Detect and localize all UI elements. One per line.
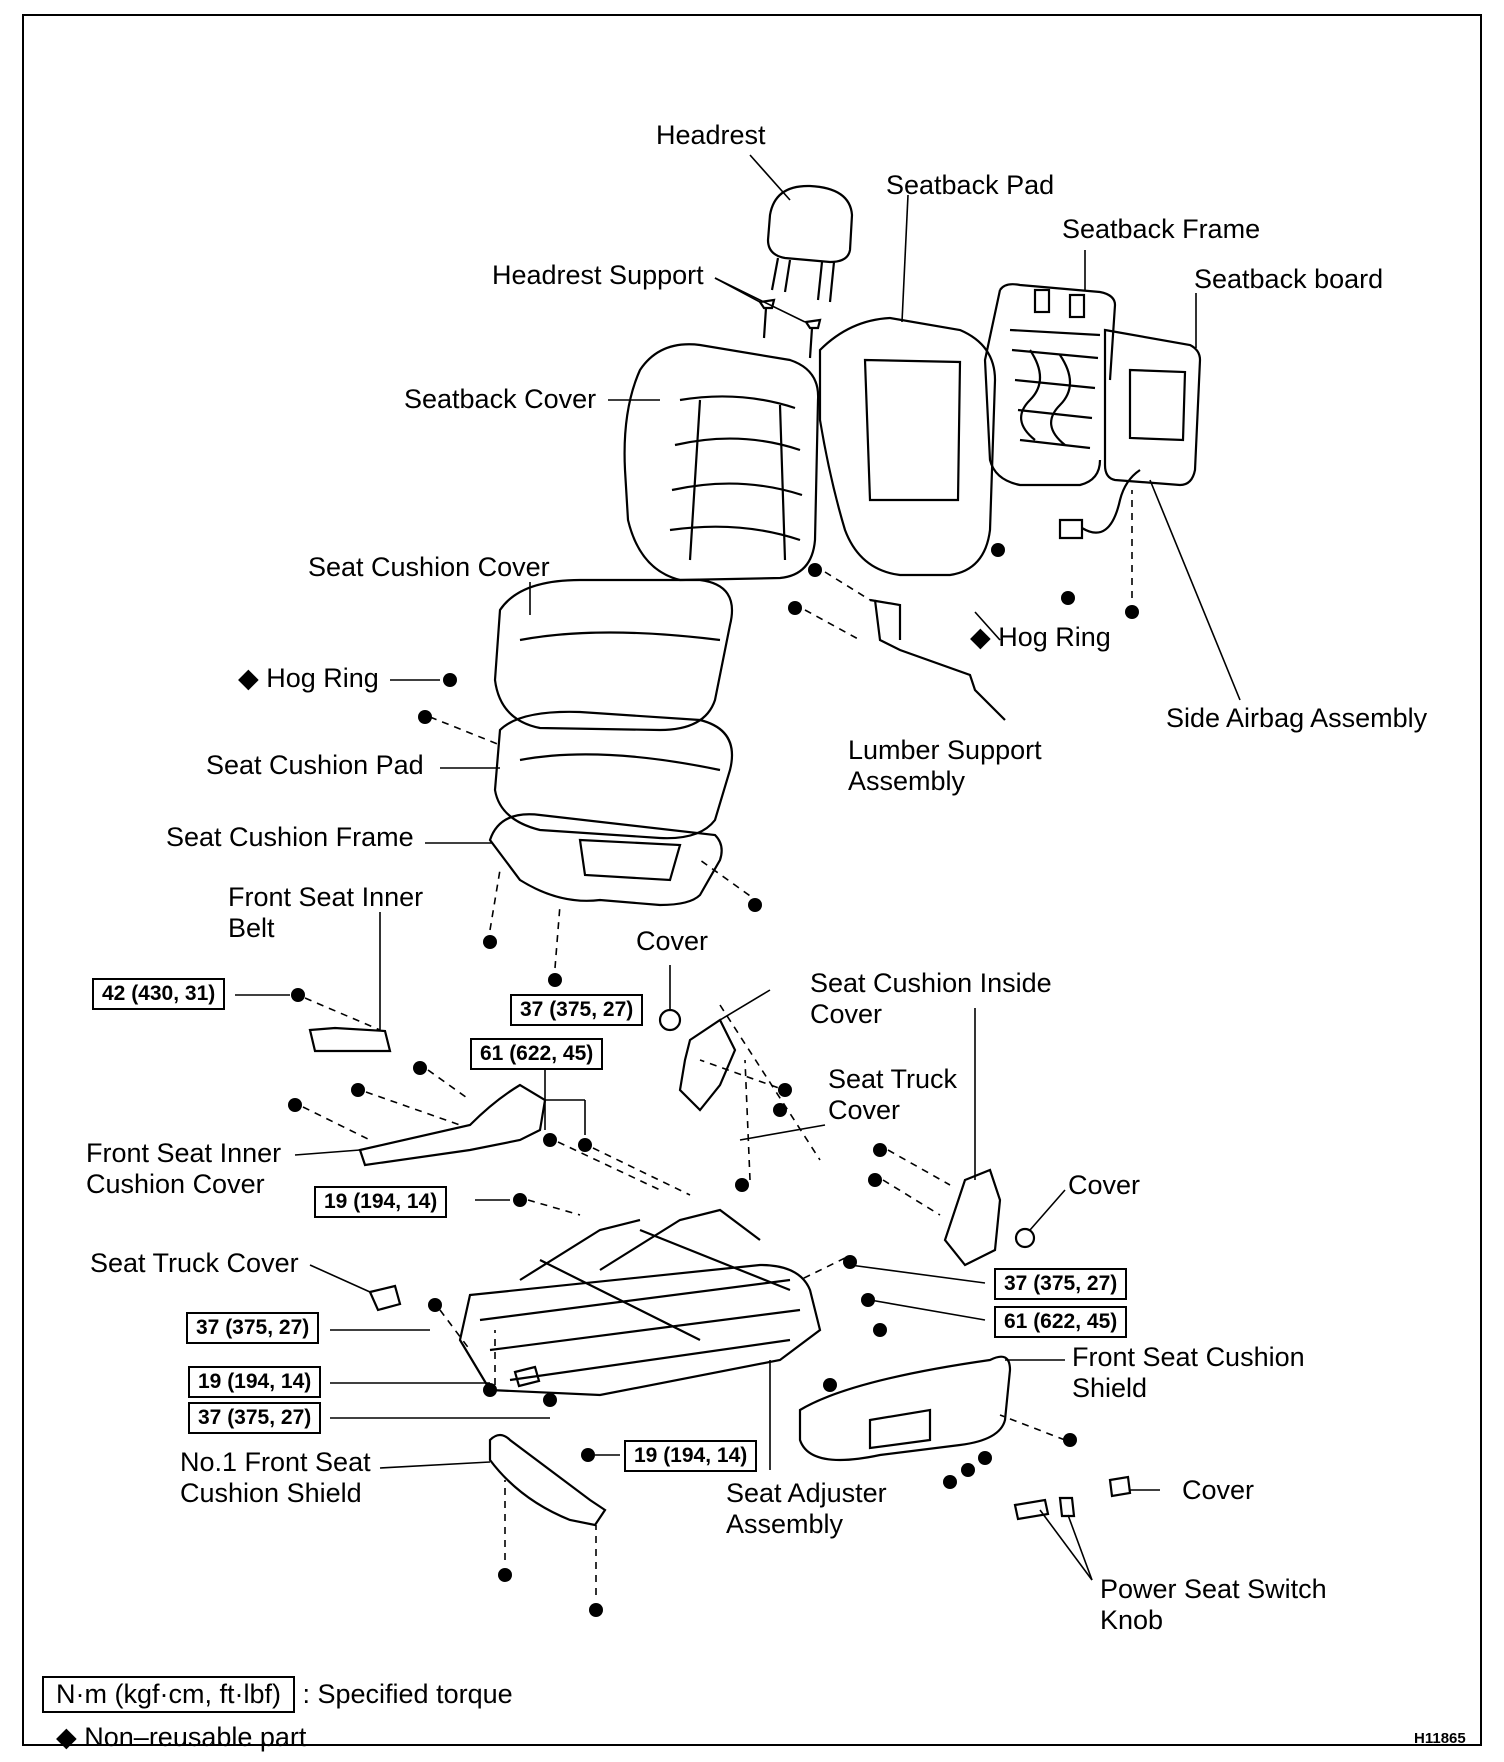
torque-box: 37 (375, 27) bbox=[186, 1312, 320, 1344]
torque-box: 37 (375, 27) bbox=[510, 994, 644, 1026]
torque-box: 19 (194, 14) bbox=[624, 1440, 758, 1472]
torque-box: 19 (194, 14) bbox=[314, 1186, 448, 1218]
figure-code: H11865 bbox=[1414, 1730, 1466, 1747]
torque-box: 19 (194, 14) bbox=[188, 1366, 322, 1398]
seat-adjuster-part bbox=[458, 1208, 822, 1397]
label-seat-truck-cover-left: Seat Truck Cover bbox=[90, 1248, 299, 1278]
label-cover-right: Cover bbox=[1068, 1170, 1141, 1200]
label-front-seat-inner-belt: Front Seat Inner Belt bbox=[228, 882, 424, 943]
label-seatback-pad: Seatback Pad bbox=[886, 170, 1055, 200]
headrest-part bbox=[766, 184, 854, 303]
label-cover-bottom: Cover bbox=[1182, 1475, 1255, 1505]
label-front-seat-inner-cushion-cover: Front Seat Inner Cushion Cover bbox=[86, 1138, 282, 1199]
label-seatback-cover: Seatback Cover bbox=[404, 384, 597, 414]
legend-torque: N·m (kgf·cm, ft·lbf) : Specified torque bbox=[42, 1676, 513, 1713]
label-headrest-support: Headrest Support bbox=[492, 260, 704, 290]
seatback-frame-part bbox=[983, 283, 1117, 487]
label-seat-adjuster: Seat Adjuster Assembly bbox=[726, 1478, 887, 1539]
seatback-pad-part bbox=[818, 316, 997, 577]
label-seat-truck-cover-right: Seat Truck Cover bbox=[828, 1064, 958, 1125]
label-side-airbag: Side Airbag Assembly bbox=[1166, 703, 1428, 733]
seatback-cover-part bbox=[623, 343, 820, 582]
legend-torque-unit: N·m (kgf·cm, ft·lbf) bbox=[42, 1676, 295, 1713]
torque-box: 37 (375, 27) bbox=[994, 1268, 1128, 1300]
label-no1-front-seat-cushion-shield: No.1 Front Seat Cushion Shield bbox=[180, 1447, 371, 1508]
label-seat-cushion-pad: Seat Cushion Pad bbox=[206, 750, 424, 780]
torque-box: 37 (375, 27) bbox=[188, 1402, 322, 1434]
label-seatback-frame: Seatback Frame bbox=[1062, 214, 1261, 244]
torque-box: 42 (430, 31) bbox=[92, 978, 226, 1010]
label-lumber-support: Lumber Support Assembly bbox=[848, 735, 1042, 796]
label-power-seat-switch-knob: Power Seat Switch Knob bbox=[1100, 1574, 1327, 1635]
label-seat-cushion-cover: Seat Cushion Cover bbox=[308, 552, 550, 582]
label-seatback-board: Seatback board bbox=[1194, 264, 1384, 294]
label-seat-cushion-frame: Seat Cushion Frame bbox=[166, 822, 414, 852]
label-headrest: Headrest bbox=[656, 120, 766, 150]
torque-box: 61 (622, 45) bbox=[470, 1038, 604, 1070]
torque-box: 61 (622, 45) bbox=[994, 1306, 1128, 1338]
label-front-seat-cushion-shield: Front Seat Cushion Shield bbox=[1072, 1342, 1305, 1403]
label-cover-top: Cover bbox=[636, 926, 709, 956]
label-hog-ring-left: ◆ Hog Ring bbox=[238, 663, 379, 693]
legend-torque-desc: : Specified torque bbox=[302, 1679, 513, 1709]
label-hog-ring-right: ◆ Hog Ring bbox=[970, 622, 1111, 652]
diagram-frame bbox=[22, 14, 1482, 1746]
legend-non-reusable: ◆ Non–reusable part bbox=[56, 1722, 307, 1752]
label-seat-cushion-inside-cover: Seat Cushion Inside Cover bbox=[810, 968, 1052, 1029]
